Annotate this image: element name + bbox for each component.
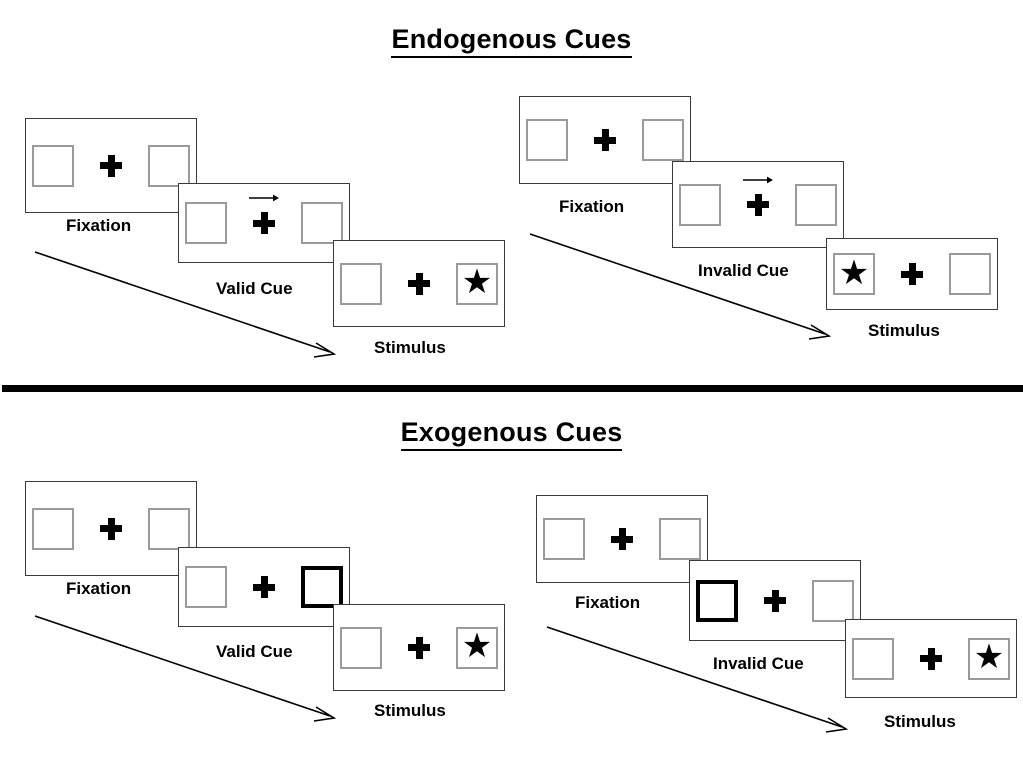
- cue-arrow-right-icon: [743, 176, 773, 183]
- star-icon: ★: [461, 263, 493, 301]
- panel-content: [543, 518, 701, 560]
- panel-content: [32, 144, 190, 187]
- panel-content: ★: [833, 253, 991, 295]
- panel-exogenous-valid-cue[interactable]: [178, 547, 350, 627]
- panel-exogenous-valid-fixation[interactable]: [25, 481, 197, 576]
- caption-endogenous-valid-fixation: Fixation: [66, 216, 132, 235]
- left-square: [32, 507, 74, 550]
- panel-exogenous-invalid-stimulus[interactable]: ★: [845, 619, 1017, 698]
- star-icon: ★: [973, 638, 1005, 676]
- fixation-plus-icon: [100, 154, 122, 177]
- panel-exogenous-invalid-cue[interactable]: [689, 560, 861, 641]
- fixation-plus-icon: [920, 647, 942, 670]
- star-icon: ★: [838, 253, 870, 292]
- time-flow-arrow-exogenous-valid: [34, 615, 337, 722]
- panel-endogenous-valid-cue[interactable]: [178, 183, 350, 263]
- left-square: [340, 262, 382, 305]
- right-square: [659, 518, 701, 560]
- fixation-plus-icon: [253, 576, 275, 598]
- left-square: [852, 637, 894, 680]
- panel-endogenous-invalid-stimulus[interactable]: ★: [826, 238, 998, 310]
- fixation-plus-icon: [249, 194, 279, 234]
- panel-content: ★: [340, 626, 498, 669]
- section-divider: [2, 385, 1023, 392]
- caption-endogenous-invalid-fixation: Fixation: [559, 197, 625, 216]
- caption-endogenous-valid-cue: Valid Cue: [216, 279, 293, 298]
- right-square: [949, 253, 991, 295]
- panel-exogenous-valid-stimulus[interactable]: ★: [333, 604, 505, 691]
- caption-exogenous-valid-fixation: Fixation: [66, 579, 132, 598]
- fixation-plus-icon: [901, 263, 923, 285]
- panel-exogenous-invalid-fixation[interactable]: [536, 495, 708, 583]
- left-square-cue-highlight: [696, 579, 738, 622]
- panel-endogenous-valid-stimulus[interactable]: ★: [333, 240, 505, 327]
- time-flow-arrow-endogenous-invalid: [529, 233, 832, 340]
- panel-endogenous-valid-fixation[interactable]: [25, 118, 197, 213]
- right-square: [812, 579, 854, 622]
- time-flow-arrow-exogenous-invalid: [546, 626, 849, 733]
- left-square: [543, 518, 585, 560]
- left-square: [526, 119, 568, 161]
- caption-exogenous-invalid-stimulus: Stimulus: [884, 712, 956, 731]
- endogenous-section-title: Endogenous Cues: [0, 24, 1023, 58]
- right-square-with-target: ★: [456, 626, 498, 669]
- fixation-plus-icon: [100, 517, 122, 540]
- right-square-with-target: ★: [968, 637, 1010, 680]
- exogenous-section-title: Exogenous Cues: [0, 417, 1023, 451]
- right-square: [148, 507, 190, 550]
- caption-exogenous-invalid-fixation: Fixation: [575, 593, 641, 612]
- right-square-cue-highlight: [301, 566, 343, 608]
- caption-exogenous-valid-stimulus: Stimulus: [374, 701, 446, 720]
- panel-endogenous-invalid-cue[interactable]: [672, 161, 844, 248]
- panel-content: [526, 119, 684, 161]
- right-square: [642, 119, 684, 161]
- fixation-plus-icon: [743, 176, 773, 216]
- right-square: [795, 183, 837, 226]
- right-square: [301, 202, 343, 244]
- caption-endogenous-invalid-stimulus: Stimulus: [868, 321, 940, 340]
- panel-content: [679, 176, 837, 226]
- right-square: [148, 144, 190, 187]
- panel-content: [32, 507, 190, 550]
- time-flow-arrow-endogenous-valid: [34, 251, 337, 358]
- caption-endogenous-valid-stimulus: Stimulus: [374, 338, 446, 357]
- left-square-with-target: ★: [833, 253, 875, 295]
- cue-arrow-right-icon: [249, 194, 279, 202]
- panel-content: ★: [852, 637, 1010, 680]
- fixation-plus-icon: [764, 589, 786, 612]
- caption-exogenous-invalid-cue: Invalid Cue: [713, 654, 804, 673]
- exogenous-title-text: Exogenous Cues: [400, 417, 623, 451]
- panel-content: ★: [340, 262, 498, 305]
- panel-endogenous-invalid-fixation[interactable]: [519, 96, 691, 184]
- fixation-plus-icon: [408, 636, 430, 659]
- left-square: [32, 144, 74, 187]
- star-icon: ★: [461, 627, 493, 665]
- panel-content: [185, 566, 343, 608]
- left-square: [679, 183, 721, 226]
- caption-endogenous-invalid-cue: Invalid Cue: [698, 261, 789, 280]
- panel-content: [185, 194, 343, 244]
- caption-exogenous-valid-cue: Valid Cue: [216, 642, 293, 661]
- fixation-plus-icon: [611, 528, 633, 550]
- fixation-plus-icon: [408, 272, 430, 295]
- fixation-plus-icon: [594, 129, 616, 151]
- panel-content: [696, 579, 854, 622]
- left-square: [185, 202, 227, 244]
- left-square: [185, 566, 227, 608]
- right-square-with-target: ★: [456, 262, 498, 305]
- endogenous-title-text: Endogenous Cues: [391, 24, 632, 58]
- left-square: [340, 626, 382, 669]
